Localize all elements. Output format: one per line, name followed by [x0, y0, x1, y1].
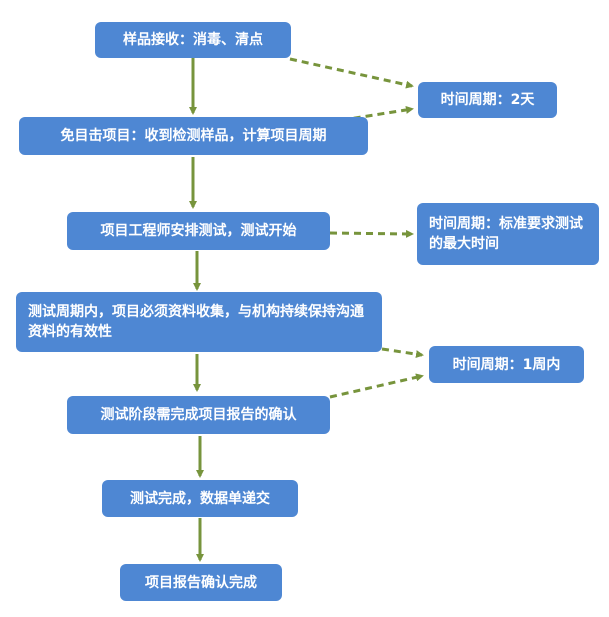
note-time-standard-max: 时间周期：标准要求测试的最大时间	[417, 203, 599, 265]
step-report-complete: 项目报告确认完成	[120, 564, 282, 601]
step-data-collection: 测试周期内，项目必须资料收集，与机构持续保持沟通资料的有效性	[16, 292, 382, 352]
step-sample-receipt: 样品接收：消毒、清点	[95, 22, 291, 58]
dashed-arrow-5	[329, 373, 424, 399]
dashed-arrow-4	[381, 347, 424, 359]
step-no-witness-project: 免目击项目：收到检测样品，计算项目周期	[19, 117, 368, 155]
dashed-arrow-1	[289, 57, 414, 89]
note-time-1-week: 时间周期：1周内	[429, 346, 584, 383]
dashed-arrow-3	[329, 229, 414, 238]
step-engineer-arrange-test: 项目工程师安排测试，测试开始	[67, 212, 330, 250]
note-time-2-days: 时间周期：2天	[418, 82, 557, 118]
step-data-submission: 测试完成，数据单递交	[102, 480, 298, 517]
step-report-confirmation: 测试阶段需完成项目报告的确认	[67, 396, 330, 434]
